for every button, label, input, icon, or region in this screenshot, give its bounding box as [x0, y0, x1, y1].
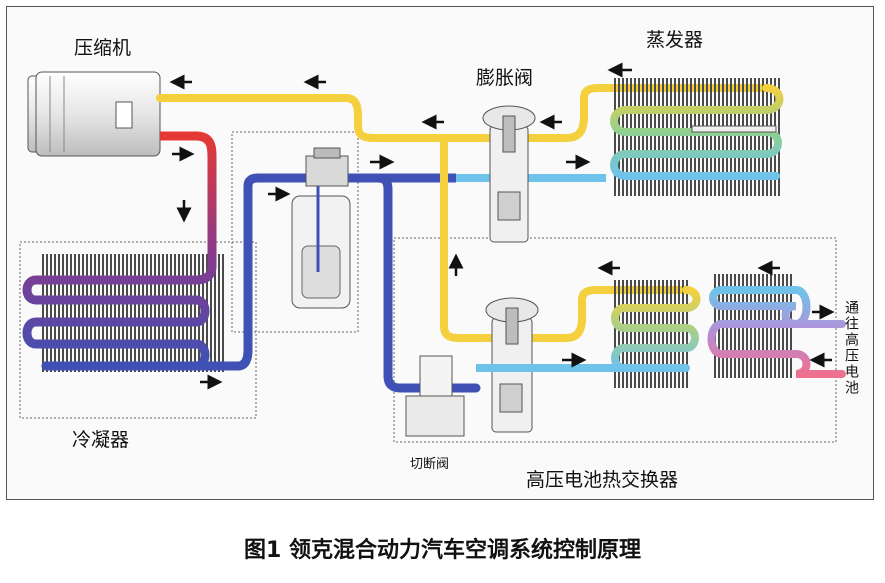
to-battery-label: 通往高压电池 [843, 300, 859, 396]
condenser-label: 冷凝器 [72, 429, 129, 451]
module-boundaries [19, 131, 837, 443]
suction-branch-line [440, 134, 690, 342]
flow-arrows [169, 62, 835, 390]
expansion-valve-evaporator [482, 105, 536, 243]
receiver-module-box [231, 131, 359, 333]
battery-hx-coil [611, 280, 701, 388]
evaporator-coil [610, 78, 784, 196]
expansion-valve-label: 膨胀阀 [476, 67, 533, 89]
expansion-valve-battery [485, 297, 539, 433]
figure-caption: 图1 领克混合动力汽车空调系统控制原理 [244, 538, 641, 563]
shutoff-valve [405, 355, 465, 437]
shutoff-valve-label: 切断阀 [410, 457, 449, 472]
refrigerant-circuit-diagram: 压缩机 蒸发器 膨胀阀 冷凝器 切断阀 高压电池热交换器 通往高压电池 [19, 29, 859, 491]
condenser-module-box [19, 241, 257, 419]
receiver-drier [291, 147, 351, 309]
battery-hx-module-box [393, 237, 837, 443]
suction-line [156, 84, 770, 142]
battery-coolant-coil [707, 274, 846, 378]
compressor [27, 71, 161, 157]
compressor-label: 压缩机 [74, 37, 131, 59]
battery-hx-label: 高压电池热交换器 [526, 469, 678, 491]
condenser-coil [22, 131, 224, 372]
evaporator-label: 蒸发器 [646, 29, 703, 51]
